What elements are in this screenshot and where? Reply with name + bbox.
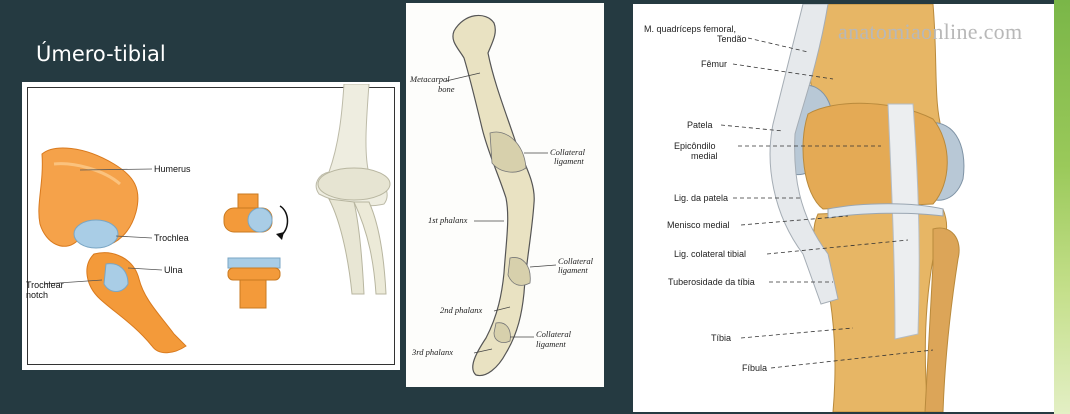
elbow-illustration	[38, 84, 391, 354]
trochlear-notch-label-line1: Trochlear	[26, 280, 64, 290]
femur-label: Fêmur	[701, 59, 728, 69]
finger-illustration	[445, 14, 557, 377]
tuberosidade-label: Tuberosidade da tíbia	[668, 277, 755, 287]
collateral-ligament-3-label-line1: Collateral	[536, 329, 571, 339]
watermark: anatomiaonline.com	[838, 19, 1023, 44]
slide-title: Úmero-tibial	[36, 42, 166, 66]
humerus-label: Humerus	[154, 164, 191, 174]
knee-diagram-panel: anatomiaonline.com M. quadríceps femoral…	[633, 4, 1054, 412]
knee-illustration	[720, 4, 965, 412]
fibula-label: Fíbula	[742, 363, 768, 373]
lig-colateral-label: Lig. colateral tibial	[674, 249, 747, 259]
first-phalanx-label: 1st phalanx	[428, 215, 468, 225]
patela-label: Patela	[687, 120, 713, 130]
ulna-label: Ulna	[164, 265, 183, 275]
metacarpal-label-line2: bone	[438, 84, 455, 94]
collateral-ligament-1-label-line1: Collateral	[550, 147, 585, 157]
elbow-diagram-panel: Humerus Trochlea Ulna Trochlear notch	[22, 82, 400, 370]
collateral-ligament-1-label-line2: ligament	[554, 156, 584, 166]
accent-bar	[1054, 0, 1070, 414]
lig-patela-label: Lig. da patela	[674, 193, 729, 203]
collateral-ligament-3-label-line2: ligament	[536, 339, 566, 349]
quadriceps-label-line2: Tendão	[717, 34, 747, 44]
quadriceps-label-line1: M. quadríceps femoral,	[644, 24, 737, 34]
metacarpal-label-line1: Metacarpal	[410, 74, 450, 84]
collateral-ligament-2-label-line1: Collateral	[558, 256, 593, 266]
menisco-label: Menisco medial	[667, 220, 730, 230]
epicondilo-label-line2: medial	[691, 151, 718, 161]
finger-diagram-panel: Metacarpal bone Collateral ligament 1st …	[406, 3, 604, 387]
tibia-label: Tíbia	[711, 333, 732, 343]
second-phalanx-label: 2nd phalanx	[440, 305, 483, 315]
trochlear-notch-label-line2: notch	[26, 290, 49, 300]
collateral-ligament-2-label-line2: ligament	[558, 265, 588, 275]
epicondilo-label-line1: Epicôndilo	[674, 141, 716, 151]
third-phalanx-label: 3rd phalanx	[412, 347, 454, 357]
trochlea-label: Trochlea	[154, 233, 189, 243]
